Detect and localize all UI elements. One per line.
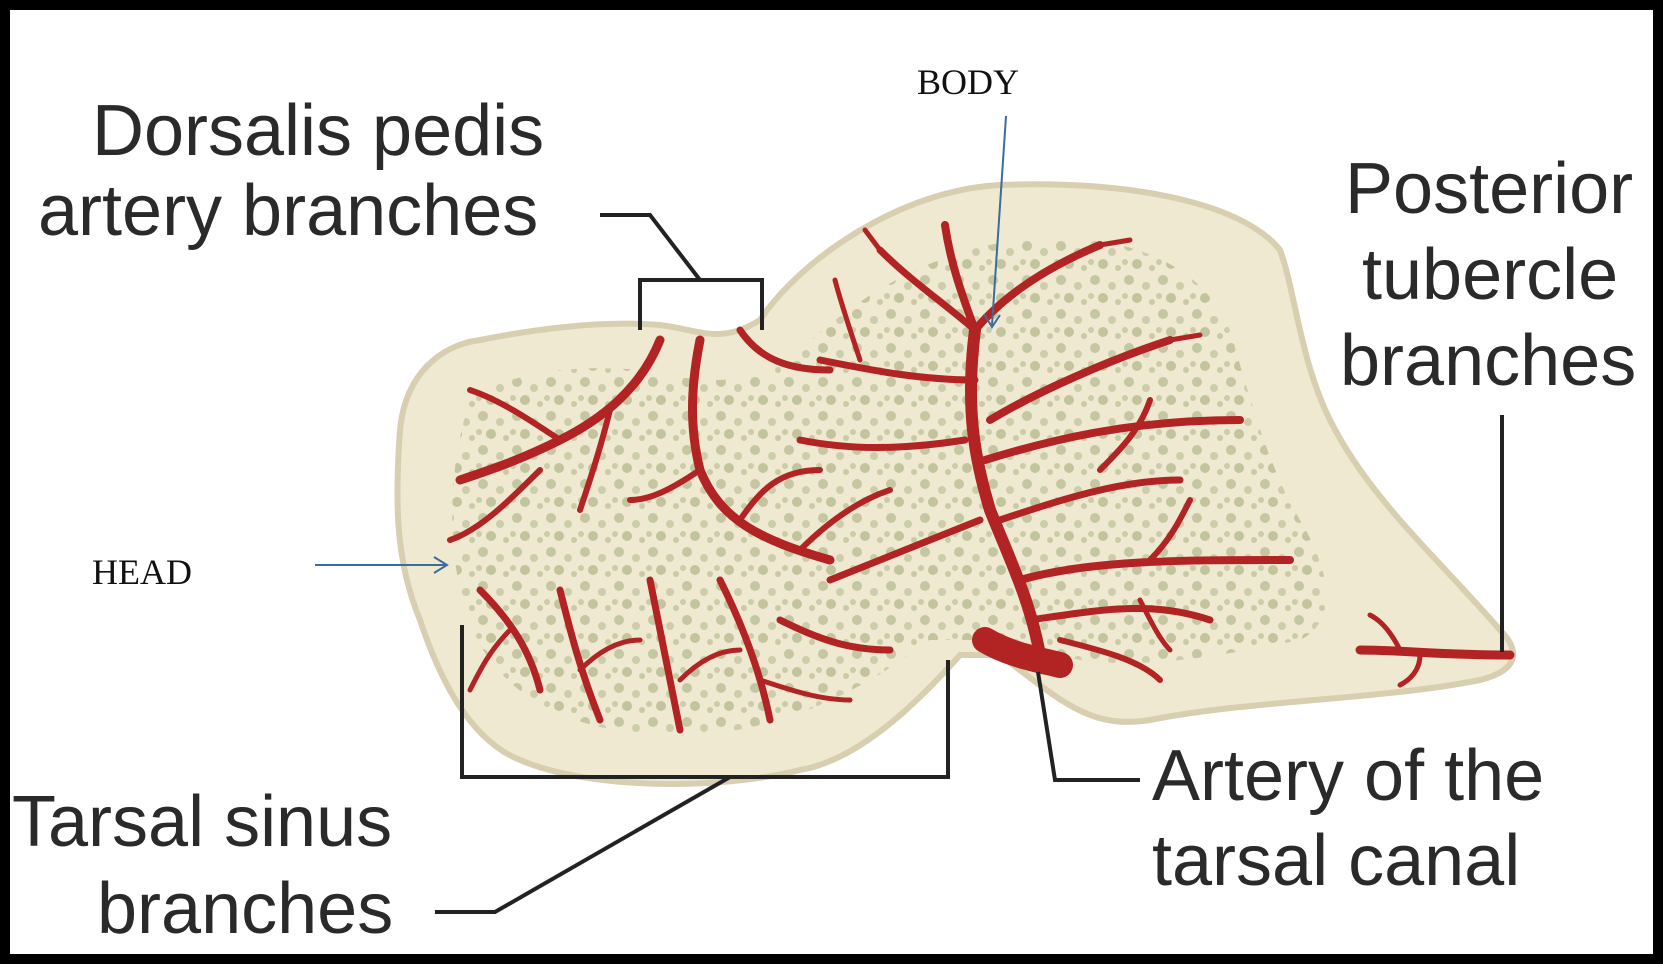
posterior-tubercle-vessel	[1360, 650, 1510, 655]
posterior-label-line3: branches	[1340, 320, 1636, 402]
posterior-label-line2: tubercle	[1362, 234, 1618, 316]
dorsalis-leader	[600, 215, 700, 280]
tarsal-sinus-leader	[435, 777, 730, 912]
posterior-label-line1: Posterior	[1345, 148, 1633, 230]
tarsal-canal-label-line1: Artery of the	[1152, 735, 1544, 817]
dorsalis-label-line2: artery branches	[38, 170, 538, 252]
tarsal-canal-label-line2: tarsal canal	[1152, 820, 1520, 902]
tarsal-sinus-label-line1: Tarsal sinus	[12, 781, 392, 863]
dorsalis-label-line1: Dorsalis pedis	[92, 90, 544, 172]
head-label: HEAD	[92, 552, 192, 592]
body-label: BODY	[917, 62, 1019, 102]
tarsal-sinus-label-line2: branches	[97, 868, 393, 950]
